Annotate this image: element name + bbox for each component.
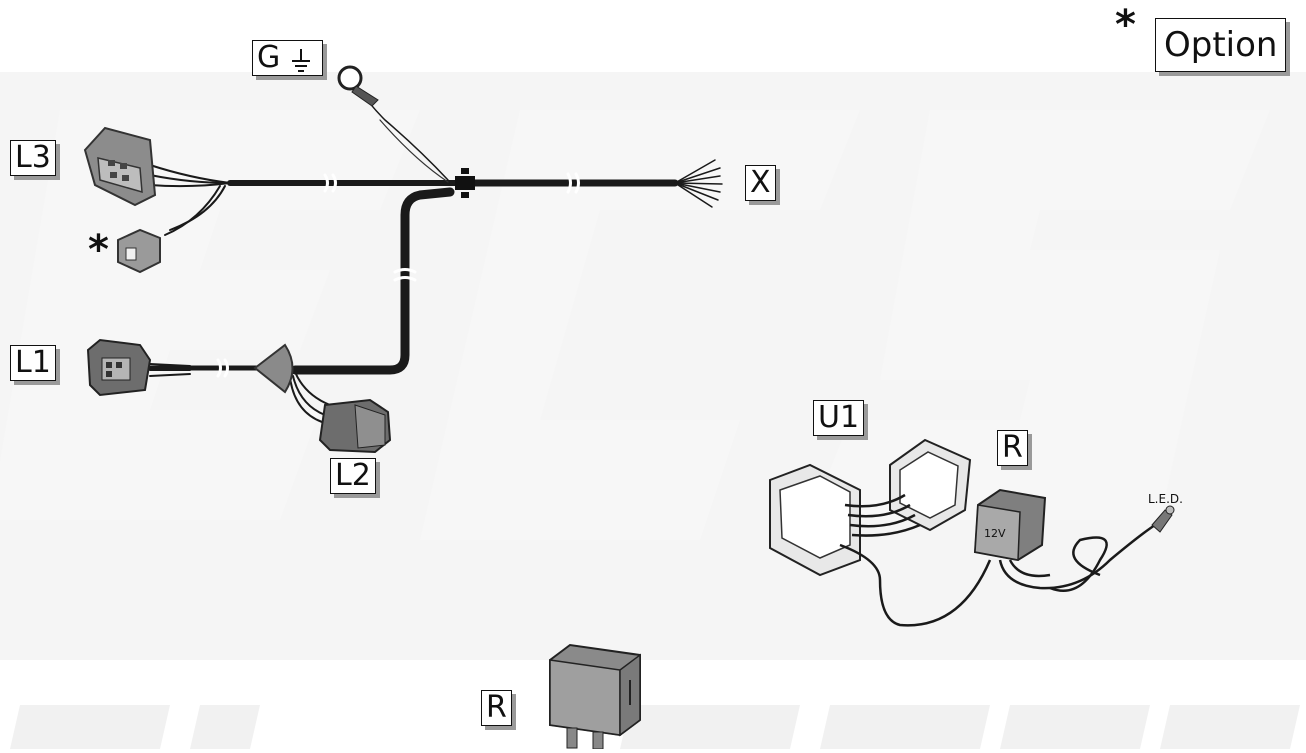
watermark-bottom-text	[10, 705, 1300, 749]
connector-optional	[117, 228, 161, 274]
connector-l1	[86, 338, 152, 397]
label-g: G	[252, 40, 324, 76]
connector-l3	[83, 126, 157, 207]
u1-wires	[839, 493, 1156, 627]
label-g-text: G	[257, 40, 281, 75]
option-asterisk: *	[1115, 2, 1136, 48]
label-option: Option	[1155, 18, 1287, 72]
label-r-top: R	[997, 430, 1028, 466]
connector-u1	[769, 438, 972, 577]
watermark-letter-s	[810, 110, 1270, 520]
label-u1: U1	[813, 400, 865, 436]
wire-l1-branch	[290, 187, 455, 375]
watermark-letter-e	[0, 110, 420, 520]
grommet	[253, 343, 294, 394]
connector-l2	[318, 398, 392, 454]
label-l3: L3	[10, 140, 56, 176]
led-label: L.E.D.	[1148, 492, 1183, 506]
label-r-bottom: R	[481, 690, 512, 726]
led-bulb	[1151, 505, 1175, 533]
splice-junction	[455, 168, 475, 198]
watermark-letter-c	[420, 110, 860, 540]
ground-ring-terminal	[337, 65, 379, 107]
ground-symbol-icon	[292, 49, 311, 72]
relay-large	[549, 643, 641, 750]
harness-wires	[147, 89, 723, 423]
label-l2: L2	[330, 458, 376, 494]
optional-connector-asterisk: *	[88, 227, 109, 273]
ecs-watermark	[0, 72, 1306, 749]
label-x: X	[745, 165, 776, 201]
relay-voltage-label: 12V	[984, 527, 1006, 540]
label-l1: L1	[10, 345, 56, 381]
relay-12v	[973, 488, 1047, 562]
